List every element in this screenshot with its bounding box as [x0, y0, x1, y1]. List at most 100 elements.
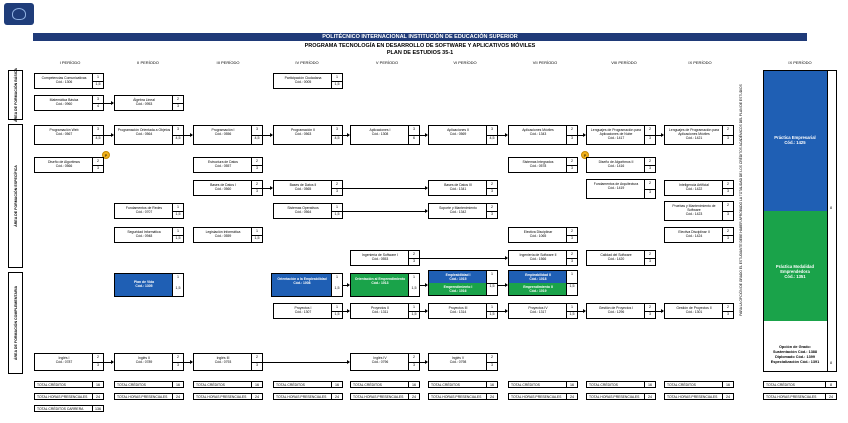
practica-block[interactable] [764, 71, 827, 211]
period-header: III PERÍODO [216, 60, 240, 65]
period-header: IV PERÍODO [295, 60, 319, 65]
credits-value: 8 [830, 206, 832, 210]
program-title: PROGRAMA TECNOLOGÍA EN DESARROLLO DE SOF… [304, 43, 536, 49]
prerequisite-arrow [420, 309, 428, 313]
prerequisite-arrow [104, 133, 114, 137]
prerequisite-arrow [498, 309, 508, 313]
period-header: VI PERÍODO [453, 60, 477, 65]
prerequisite-arrow [343, 283, 350, 287]
prerequisite-arrow [656, 309, 664, 313]
course-card[interactable]: Lenguajes de Programación para Aplicacio… [664, 125, 734, 145]
prerequisite-arrow [343, 133, 350, 137]
prerequisite-arrow [343, 186, 428, 190]
prerequisite-arrow [656, 133, 664, 137]
prerequisite-arrow [420, 360, 428, 364]
prerequisite-arrow [420, 283, 428, 287]
period-header: I PERÍODO [59, 60, 81, 65]
prerequisite-arrow [263, 133, 273, 137]
area-complementaria: ÁREA DE FORMACIÓN COMPLEMENTARIA [8, 272, 23, 374]
prerequisite-marker: P [102, 151, 110, 159]
prerequisite-arrow [263, 186, 273, 190]
prerequisite-arrow [184, 360, 193, 364]
credits-value: 8 [830, 361, 832, 365]
institution-banner: POLITÉCNICO INTERNACIONAL INSTITUCIÓN DE… [33, 33, 807, 41]
prerequisite-arrow [420, 256, 508, 260]
period-header: IX PERÍODO [788, 60, 812, 65]
prerequisite-arrow [578, 133, 586, 137]
prerequisite-arrow [184, 133, 193, 137]
prerequisite-arrow [263, 360, 350, 364]
period-header: VII PERÍODO [532, 60, 558, 65]
modalidad-block[interactable] [764, 211, 827, 321]
shield-icon [12, 8, 26, 20]
prerequisite-arrow [498, 133, 508, 137]
prerequisite-arrow [343, 209, 428, 213]
course-card[interactable]: Lenguajes de Programación para Aplicacio… [586, 125, 656, 145]
